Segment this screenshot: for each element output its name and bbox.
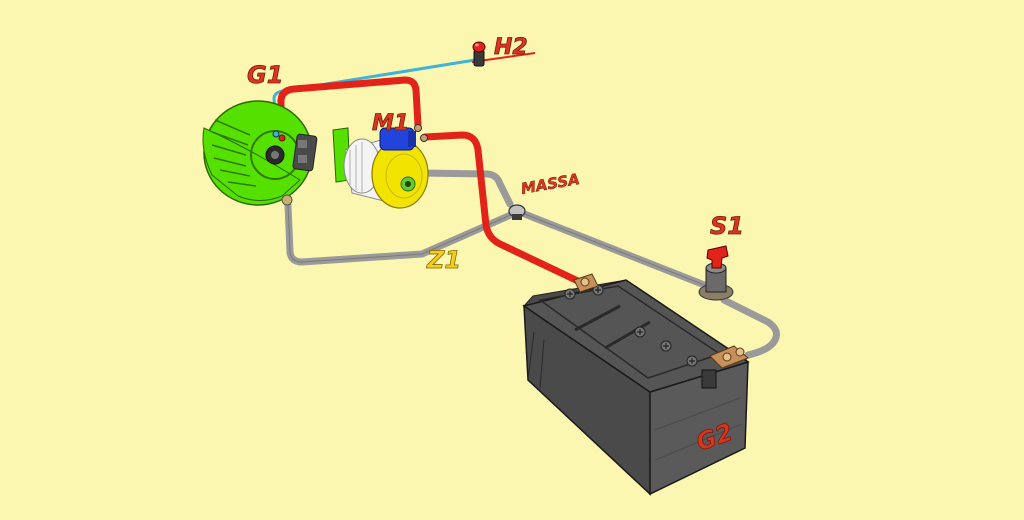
positive-wires xyxy=(277,76,584,286)
battery-terminal-negative xyxy=(709,345,749,369)
label-h2: H2 xyxy=(494,35,528,60)
label-m1: M1 xyxy=(372,111,409,136)
positive-wire-alternator xyxy=(277,76,422,144)
label-g1: G1 xyxy=(247,61,283,89)
labels: G1 M1 H2 MASSA Z1 S1 G2 xyxy=(247,35,745,457)
starter-motor-icon xyxy=(332,124,429,209)
battery-icon xyxy=(522,273,750,496)
ground-wire-battery xyxy=(720,296,780,359)
ground-point-icon xyxy=(508,204,526,220)
alternator-icon xyxy=(202,100,318,206)
positive-wire-battery xyxy=(421,131,584,286)
battery-terminal-positive xyxy=(573,273,599,293)
label-z1: Z1 xyxy=(426,246,461,274)
label-s1: S1 xyxy=(710,212,744,240)
battery-switch-icon xyxy=(698,245,734,301)
ground-wire-starter xyxy=(416,169,514,208)
indicator-lamp-icon xyxy=(472,41,486,67)
